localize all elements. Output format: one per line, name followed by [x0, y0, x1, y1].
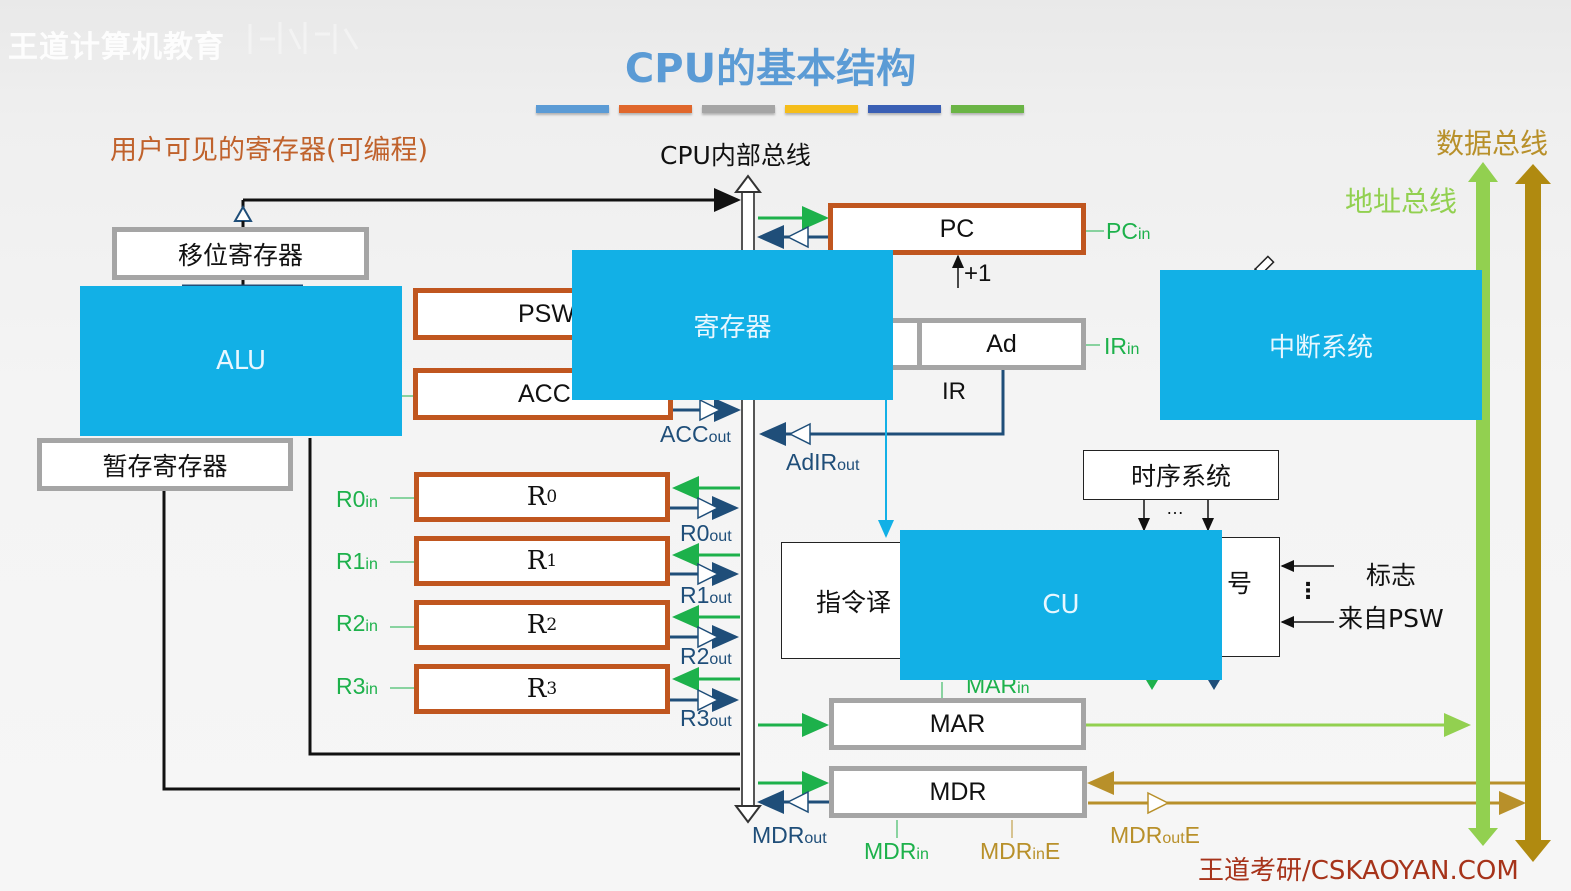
r0-in-signal: R0in: [336, 486, 378, 512]
ad-label: Ad: [986, 329, 1017, 358]
r2-in-signal: R2in: [336, 610, 378, 636]
temp-register[interactable]: 暂存寄存器: [37, 438, 293, 491]
mdr-register[interactable]: MDR: [829, 766, 1087, 818]
r3-out-signal: R3out: [680, 705, 732, 731]
r3-in-signal: R3in: [336, 673, 378, 699]
r0-out-signal: R0out: [680, 520, 732, 546]
instruction-decoder[interactable]: 指令译: [781, 542, 911, 659]
address-bus: [1468, 162, 1498, 846]
stripe: [951, 105, 1024, 113]
acc-label: ACC: [518, 379, 571, 408]
flags-from-psw-label: 来自PSW: [1338, 604, 1444, 633]
mdr-in-e-signal: MDRinE: [980, 838, 1061, 864]
mar-register[interactable]: MAR: [829, 698, 1086, 750]
ir-label: IR: [942, 378, 966, 405]
stripe: [702, 105, 775, 113]
psw-label: PSW: [518, 299, 575, 328]
title-stripes: [536, 105, 1024, 113]
stripe: [619, 105, 692, 113]
stripe: [868, 105, 941, 113]
r1-in-signal: R1in: [336, 548, 378, 574]
interrupt-system-block[interactable]: 中断系统: [1160, 270, 1482, 420]
stripe: [785, 105, 858, 113]
mdr-in-signal: MDRin: [864, 838, 929, 864]
alu-block[interactable]: ALU: [80, 286, 402, 436]
control-signal-generator[interactable]: 号: [1214, 537, 1280, 657]
mdr-out-signal: MDRout: [752, 822, 827, 848]
r2-out-signal: R2out: [680, 643, 732, 669]
data-bus-label: 数据总线: [1436, 127, 1549, 160]
shift-register[interactable]: 移位寄存器: [112, 227, 369, 280]
flags-label: 标志: [1366, 561, 1417, 590]
mar-label: MAR: [929, 709, 986, 738]
watermark-scribble: [248, 22, 359, 54]
internal-bus-label: CPU内部总线: [660, 141, 811, 170]
registers-block[interactable]: 寄存器: [572, 250, 893, 400]
ir-in-signal: IRin: [1104, 333, 1140, 359]
gate-icon: [233, 204, 253, 222]
pc-label: PC: [939, 214, 975, 243]
flags-ellipsis: ⋮: [1297, 578, 1319, 603]
address-bus-label: 地址总线: [1345, 185, 1458, 218]
timing-ellipsis: …: [1166, 498, 1184, 518]
watermark-logo: 王道计算机教育: [8, 30, 225, 65]
stripe: [536, 105, 609, 113]
temp-bus-line: [162, 490, 740, 791]
page-title: CPU的基本结构: [624, 46, 917, 92]
general-register-wires: [390, 476, 740, 712]
adir-out-signal: AdIRout: [786, 449, 860, 475]
acc-out-signal: ACCout: [660, 421, 731, 447]
ir-address-field[interactable]: Ad: [917, 318, 1086, 370]
r1-out-signal: R1out: [680, 582, 732, 608]
pc-increment-label: +1: [964, 260, 992, 287]
footer-watermark: 王道考研/CSKAOYAN.COM: [1198, 856, 1519, 886]
mar-in-signal: MARin: [966, 672, 1030, 698]
pc-in-signal: PCin: [1106, 218, 1151, 244]
mdr-label: MDR: [929, 777, 987, 806]
user-visible-registers-label: 用户可见的寄存器(可编程): [110, 135, 429, 166]
timing-system[interactable]: 时序系统: [1083, 450, 1279, 500]
alu-bus-line: [308, 438, 740, 756]
cu-block[interactable]: CU: [900, 530, 1222, 680]
mdr-out-e-signal: MDRoutE: [1110, 822, 1200, 848]
data-bus: [1515, 164, 1551, 862]
pc-register[interactable]: PC: [828, 203, 1086, 255]
